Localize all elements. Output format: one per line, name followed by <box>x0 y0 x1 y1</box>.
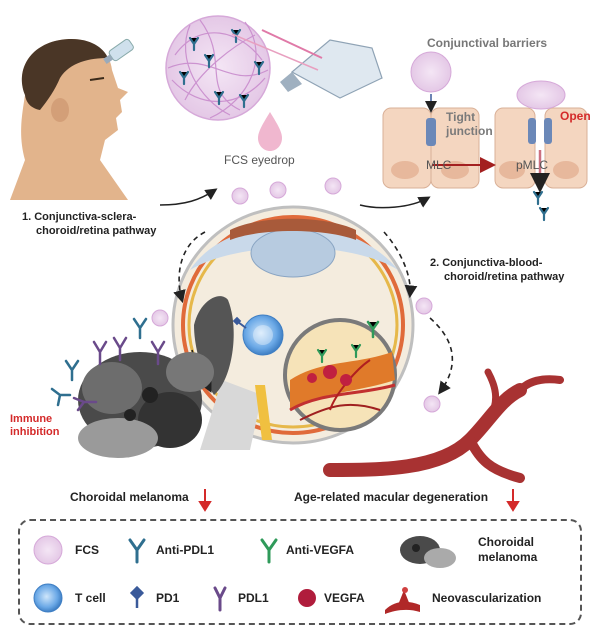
magnifier-inset <box>283 318 397 432</box>
pathway2-line2: choroid/retina pathway <box>444 271 565 283</box>
tight-junction-line1: Tight <box>446 110 476 124</box>
eyedrop-bottle <box>231 29 383 99</box>
legend-pd1-label: PD1 <box>156 591 180 605</box>
fcs-particle-large <box>165 15 271 121</box>
dashed-route-left <box>173 231 206 304</box>
pathway2-line1: 2. Conjunctiva-blood- <box>430 257 543 269</box>
disease-left-label: Choroidal melanoma <box>70 490 189 504</box>
pathway2-label: 2. Conjunctiva-blood- choroid/retina pat… <box>430 256 564 284</box>
anti-pdl1-markers <box>50 317 148 407</box>
pathway1-label: 1. Conjunctiva-sclera- choroid/retina pa… <box>22 210 156 238</box>
tight-junction-line2: junction <box>446 124 493 138</box>
dashed-route-right <box>383 231 418 299</box>
neovascularization-icon <box>385 587 420 614</box>
legend-pdl1-label: PDL1 <box>238 591 269 605</box>
legend-box <box>18 519 582 625</box>
vegfa-icon <box>298 589 316 607</box>
immune-line2: inhibition <box>10 426 60 438</box>
legend-t-cell-label: T cell <box>75 591 106 605</box>
tight-junction-label: Tight junction <box>446 110 493 138</box>
legend-neovascularization-label: Neovascularization <box>432 591 542 605</box>
disease-right-label: Age-related macular degeneration <box>294 490 489 504</box>
fcs-icon <box>33 535 63 565</box>
anti-pdl1-icon <box>128 538 146 564</box>
legend-icons <box>33 535 456 614</box>
anti-vegfa-icon <box>260 538 278 564</box>
t-cell-in-eye <box>232 314 284 356</box>
pathway1-arrow <box>159 188 218 206</box>
eyedrop-droplet <box>258 112 282 151</box>
pmlc-label: pMLC <box>516 158 549 172</box>
pathway1-line1: 1. Conjunctiva-sclera- <box>22 211 137 223</box>
legend-fcs-label: FCS <box>75 543 99 557</box>
open-label: Open <box>560 109 591 123</box>
conjunctival-barrier-right <box>494 80 588 222</box>
choroidal-melanoma-icon <box>400 536 456 568</box>
immune-inhibition-label: Immune inhibition <box>10 413 59 439</box>
small-eyedrop-bottle <box>103 38 134 64</box>
barrier-title: Conjunctival barriers <box>427 36 548 50</box>
decrease-arrows <box>198 489 520 512</box>
fcs-particles-small <box>151 177 441 413</box>
legend-anti-pdl1-label: Anti-PDL1 <box>156 543 214 557</box>
blood-vessel-tree <box>323 368 564 483</box>
pathway1-line2: choroid/retina pathway <box>36 225 157 237</box>
conjunctival-barrier-left <box>382 51 480 189</box>
eyedrop-label: FCS eyedrop <box>224 153 295 167</box>
legend-choroidal-melanoma-label: Choroidal melanoma <box>478 535 538 564</box>
t-cell-icon <box>33 583 63 613</box>
anti-vegfa-floating <box>366 320 380 339</box>
immune-line1: Immune <box>10 413 53 425</box>
pd1-icon <box>129 585 145 608</box>
legend-vegfa-label: VEGFA <box>324 591 365 605</box>
choroidal-melanoma-tumor <box>78 352 214 458</box>
pathway2-arrow <box>359 196 431 209</box>
legend-anti-vegfa-label: Anti-VEGFA <box>286 543 354 557</box>
pdl1-markers <box>72 336 166 412</box>
person-illustration <box>10 39 128 205</box>
dashed-route-blood <box>429 317 454 395</box>
pdl1-icon <box>213 586 227 612</box>
mlc-label: MLC <box>426 158 452 172</box>
